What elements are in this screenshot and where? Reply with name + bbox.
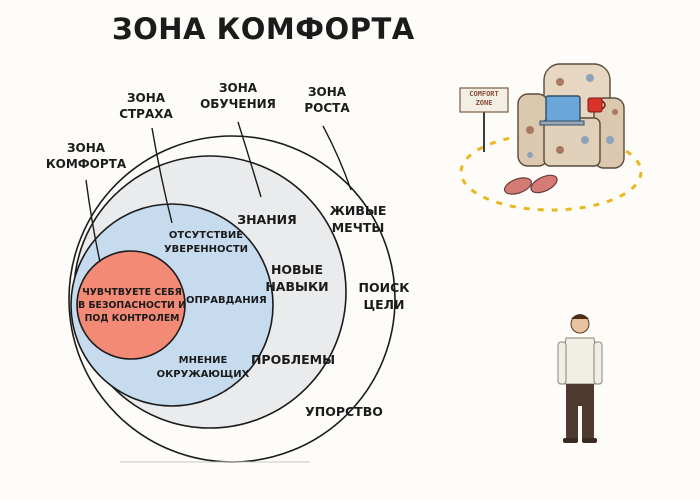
learning-new-skills: НОВЫЕ НАВЫКИ [256,262,338,296]
growth-zone-heading: ЗОНА РОСТА [292,84,362,116]
growth-purpose: ПОИСК ЦЕЛИ [354,280,414,314]
comfort-sign-text: COMFORT ZONE [460,90,508,108]
fear-lack-confidence-line1: ОТСУТСТВИЕ [144,229,268,243]
fear-lack-confidence-line2: УВЕРЕННОСТИ [144,243,268,257]
page-title: ЗОНА КОМФОРТА [112,12,415,46]
mug-icon [588,98,605,112]
fear-excuses: ОПРАВДАНИЯ [186,294,262,308]
laptop-icon [540,96,584,125]
fear-lack-confidence: ОТСУТСТВИЕ УВЕРЕННОСТИ [144,229,268,256]
learning-knowledge-text: ЗНАНИЯ [222,212,312,229]
learning-zone-heading-line1: ЗОНА [196,80,280,96]
fear-zone-heading-line1: ЗОНА [104,90,188,106]
comfort-line-3: ПОД КОНТРОЛЕМ [76,312,188,325]
comfort-sign-line1: COMFORT [460,90,508,99]
growth-dreams-line1: ЖИВЫЕ [322,203,394,220]
learning-problems: ПРОБЛЕМЫ [240,352,346,369]
learning-problems-text: ПРОБЛЕМЫ [240,352,346,369]
person-icon [558,314,602,443]
fear-zone-heading: ЗОНА СТРАХА [104,90,188,122]
growth-dreams: ЖИВЫЕ МЕЧТЫ [322,203,394,237]
learning-zone-heading-line2: ОБУЧЕНИЯ [196,96,280,112]
learning-knowledge: ЗНАНИЯ [222,212,312,229]
fear-excuses-text: ОПРАВДАНИЯ [186,294,262,308]
fear-opinion-line2: ОКРУЖАЮЩИХ [144,368,262,382]
growth-purpose-line1: ПОИСК [354,280,414,297]
learning-new-skills-line2: НАВЫКИ [256,279,338,296]
growth-persistence-text: УПОРСТВО [296,404,392,421]
comfort-zone-heading-line1: ЗОНА [44,140,128,156]
fear-zone-heading-line2: СТРАХА [104,106,188,122]
growth-persistence: УПОРСТВО [296,404,392,421]
comfort-line-2: В БЕЗОПАСНОСТИ И [76,299,188,312]
learning-zone-heading: ЗОНА ОБУЧЕНИЯ [196,80,280,112]
comfort-zone-heading: ЗОНА КОМФОРТА [44,140,128,172]
slippers-icon [502,172,559,198]
comfort-zone-heading-line2: КОМФОРТА [44,156,128,172]
growth-purpose-line2: ЦЕЛИ [354,297,414,314]
comfort-line-1: ЧУВЧТВУЕТЕ СЕБЯ [76,286,188,299]
comfort-zone-text: ЧУВЧТВУЕТЕ СЕБЯ В БЕЗОПАСНОСТИ И ПОД КОН… [76,286,188,325]
growth-zone-heading-line2: РОСТА [292,100,362,116]
comfort-sign-line2: ZONE [460,99,508,108]
learning-new-skills-line1: НОВЫЕ [256,262,338,279]
growth-zone-heading-line1: ЗОНА [292,84,362,100]
growth-dreams-line2: МЕЧТЫ [322,220,394,237]
